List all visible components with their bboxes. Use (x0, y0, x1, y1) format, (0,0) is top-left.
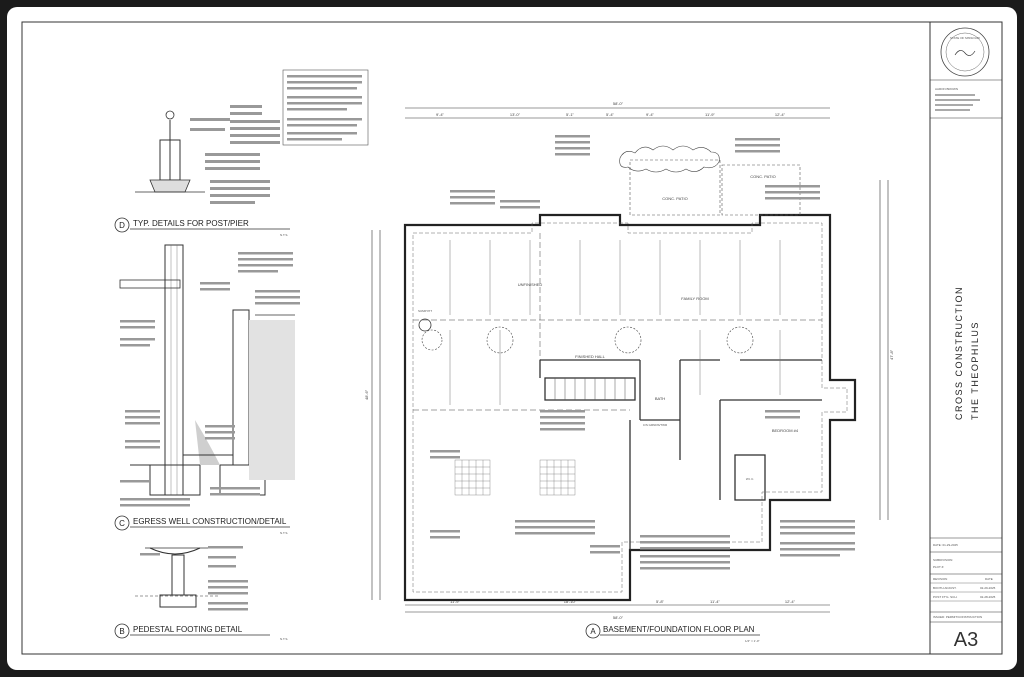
drawing-sheet (7, 7, 1017, 670)
date-label: DATE: 01-29-2025 (933, 543, 958, 547)
dim-top-5: 11'-9" (705, 112, 715, 117)
dim-right-overall: 47'-8" (889, 349, 894, 360)
patio-1 (629, 159, 721, 216)
room-sump: SUMP PIT (418, 309, 432, 313)
detail-c-title: EGRESS WELL CONSTRUCTION/DETAIL (133, 517, 287, 526)
dim-bottom-3: 11'-4" (710, 599, 720, 604)
dim-top-0: 9'-4" (436, 112, 445, 117)
detail-c-letter: C (119, 519, 125, 528)
detail-d-scale: N.T.S. (280, 233, 288, 237)
dim-top-1: 13'-0" (510, 112, 521, 117)
detail-b-letter: B (119, 627, 124, 636)
subdivision-label: SUBDIVISION: (933, 558, 953, 562)
seal-text: STATE OF MISSOURI (950, 36, 980, 40)
patio-2 (721, 164, 801, 216)
project-name: THE THEOPHILUS (970, 321, 980, 420)
dim-top-2: 5'-1" (566, 112, 575, 117)
dim-top-6: 12'-4" (775, 112, 786, 117)
detail-egress-well: C EGRESS WELL CONSTRUCTION/DETAIL N.T.S. (114, 244, 300, 535)
room-finished-hall: FINISHED HALL (575, 354, 606, 359)
floor-plan: 58'-0" 9'-4" 13'-0" 5'-1" 5'-4" 9'-4" 11… (364, 101, 894, 643)
revision-1-name: POST FT'G. SCH. (933, 595, 958, 599)
detail-c-scale: N.T.S. (280, 531, 288, 535)
detail-a-title: BASEMENT/FOUNDATION FLOOR PLAN (603, 625, 755, 634)
detail-post-pier: D TYP. DETAILS FOR POST/PIER N.T.S. (114, 69, 369, 237)
room-family: FAMILY ROOM (681, 296, 708, 301)
dim-left-overall: 48'-6" (364, 389, 369, 400)
dim-top-4: 9'-4" (646, 112, 655, 117)
sump-pit-icon (418, 318, 432, 332)
plot-label: PLOT #: (933, 565, 944, 569)
patio-2-label: CONC. PATIO (750, 174, 775, 179)
revision-0-date: 02-29-2025 (980, 586, 996, 590)
sheet-border (21, 21, 1003, 655)
room-bath: BATH (655, 396, 665, 401)
dim-bottom-4: 12'-4" (785, 599, 796, 604)
detail-a-letter: A (590, 627, 596, 636)
room-bedroom: BEDROOM #4 (772, 428, 799, 433)
room-wh: C/S GRNDS/TWR (643, 423, 668, 427)
issued-label: ISSUED: PERMIT/CONSTRUCTION (933, 615, 982, 619)
designer-name: AARON BROWN (935, 87, 958, 91)
detail-d-letter: D (119, 221, 125, 230)
detail-d-title: TYP. DETAILS FOR POST/PIER (133, 219, 249, 228)
company-name: CROSS CONSTRUCTION (954, 286, 964, 420)
dim-bottom-0: 11'-9" (450, 599, 460, 604)
revision-1-date: 02-28-2025 (980, 595, 996, 599)
room-wic: W.I.C. (746, 477, 754, 481)
revision-0-name: BOOTH ADJUST. (933, 586, 957, 590)
dim-overall-top: 58'-0" (613, 101, 624, 106)
dim-bottom-1: 18'-10" (564, 599, 577, 604)
title-block: STATE OF MISSOURI AARON BROWN CROSS CONS… (930, 27, 1002, 651)
sheet-number: A3 (954, 629, 978, 651)
patio-1-label: CONC. PATIO (662, 196, 687, 201)
detail-a-scale: 1/4" = 1'-0" (745, 639, 760, 643)
detail-pedestal-footing: B PEDESTAL FOOTING DETAIL N.T.S. (114, 546, 288, 641)
revision-header: REVISION (933, 577, 947, 581)
revision-date-header: DATE (985, 577, 993, 581)
room-unfinished: UNFINISHED (518, 282, 543, 287)
detail-b-scale: N.T.S. (280, 637, 288, 641)
dim-bottom-2: 5'-8" (656, 599, 665, 604)
detail-b-title: PEDESTAL FOOTING DETAIL (133, 625, 243, 634)
seal-icon (940, 27, 990, 77)
dim-top-3: 5'-4" (606, 112, 615, 117)
dim-overall-bottom: 58'-0" (613, 615, 624, 620)
